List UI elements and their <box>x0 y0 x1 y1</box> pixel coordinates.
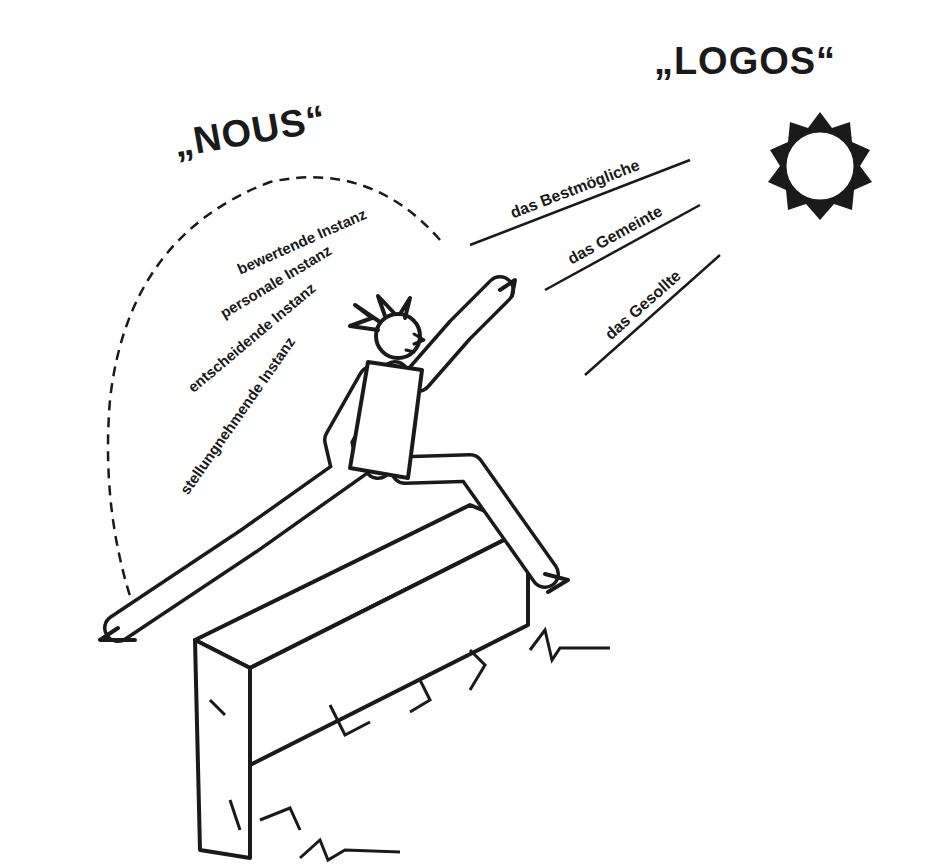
sun-disc <box>784 130 856 202</box>
person-face <box>406 334 424 352</box>
person-hair <box>350 296 410 330</box>
ground-line <box>300 630 610 860</box>
logos-title: „LOGOS“ <box>654 41 836 83</box>
ray-line <box>585 255 720 375</box>
sun-rays <box>768 112 872 220</box>
person-figure <box>100 280 568 640</box>
ray-label: das Gesollte <box>602 267 685 343</box>
box-side <box>250 528 528 765</box>
person-fill <box>118 290 545 628</box>
person-feet <box>100 280 568 640</box>
person-outline <box>118 290 545 628</box>
ray-label: das Gemeinte <box>565 202 665 268</box>
nous-title: „NOUS“ <box>171 98 330 166</box>
box-front <box>195 640 250 858</box>
person-torso <box>350 362 422 478</box>
ray-label: das Bestmögliche <box>508 156 642 221</box>
box-cracks <box>210 650 485 830</box>
